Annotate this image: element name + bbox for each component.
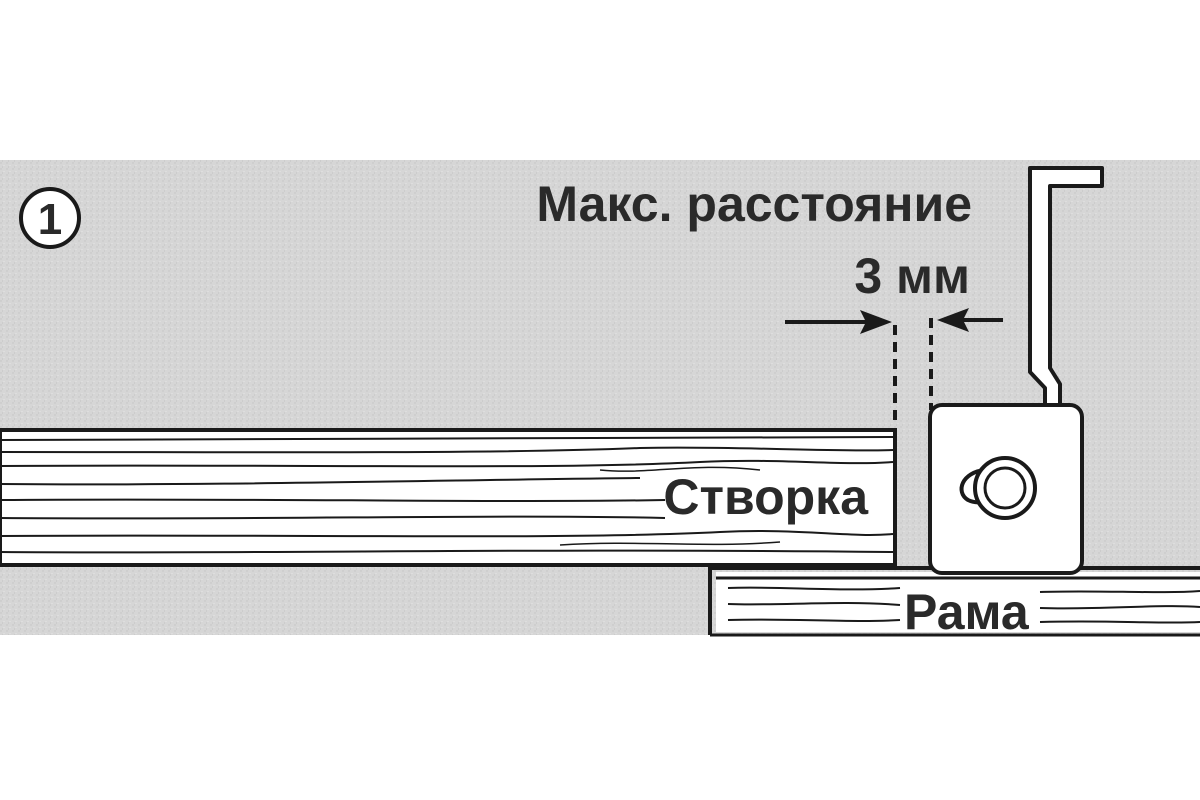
gap-value-label: 3 мм bbox=[854, 248, 970, 304]
screw-icon bbox=[959, 456, 1037, 520]
hinge-rod bbox=[1028, 166, 1104, 412]
frame-board bbox=[708, 566, 1200, 637]
frame-label: Рама bbox=[904, 584, 1030, 640]
sash-label: Створка bbox=[663, 469, 869, 525]
arrow-left-icon bbox=[937, 308, 1003, 332]
arrow-right-icon bbox=[785, 310, 892, 334]
figure-number-circle bbox=[19, 187, 81, 249]
sash-board bbox=[0, 428, 897, 567]
figure-number: 1 bbox=[38, 195, 62, 244]
max-distance-label: Макс. расстояние bbox=[536, 176, 972, 232]
